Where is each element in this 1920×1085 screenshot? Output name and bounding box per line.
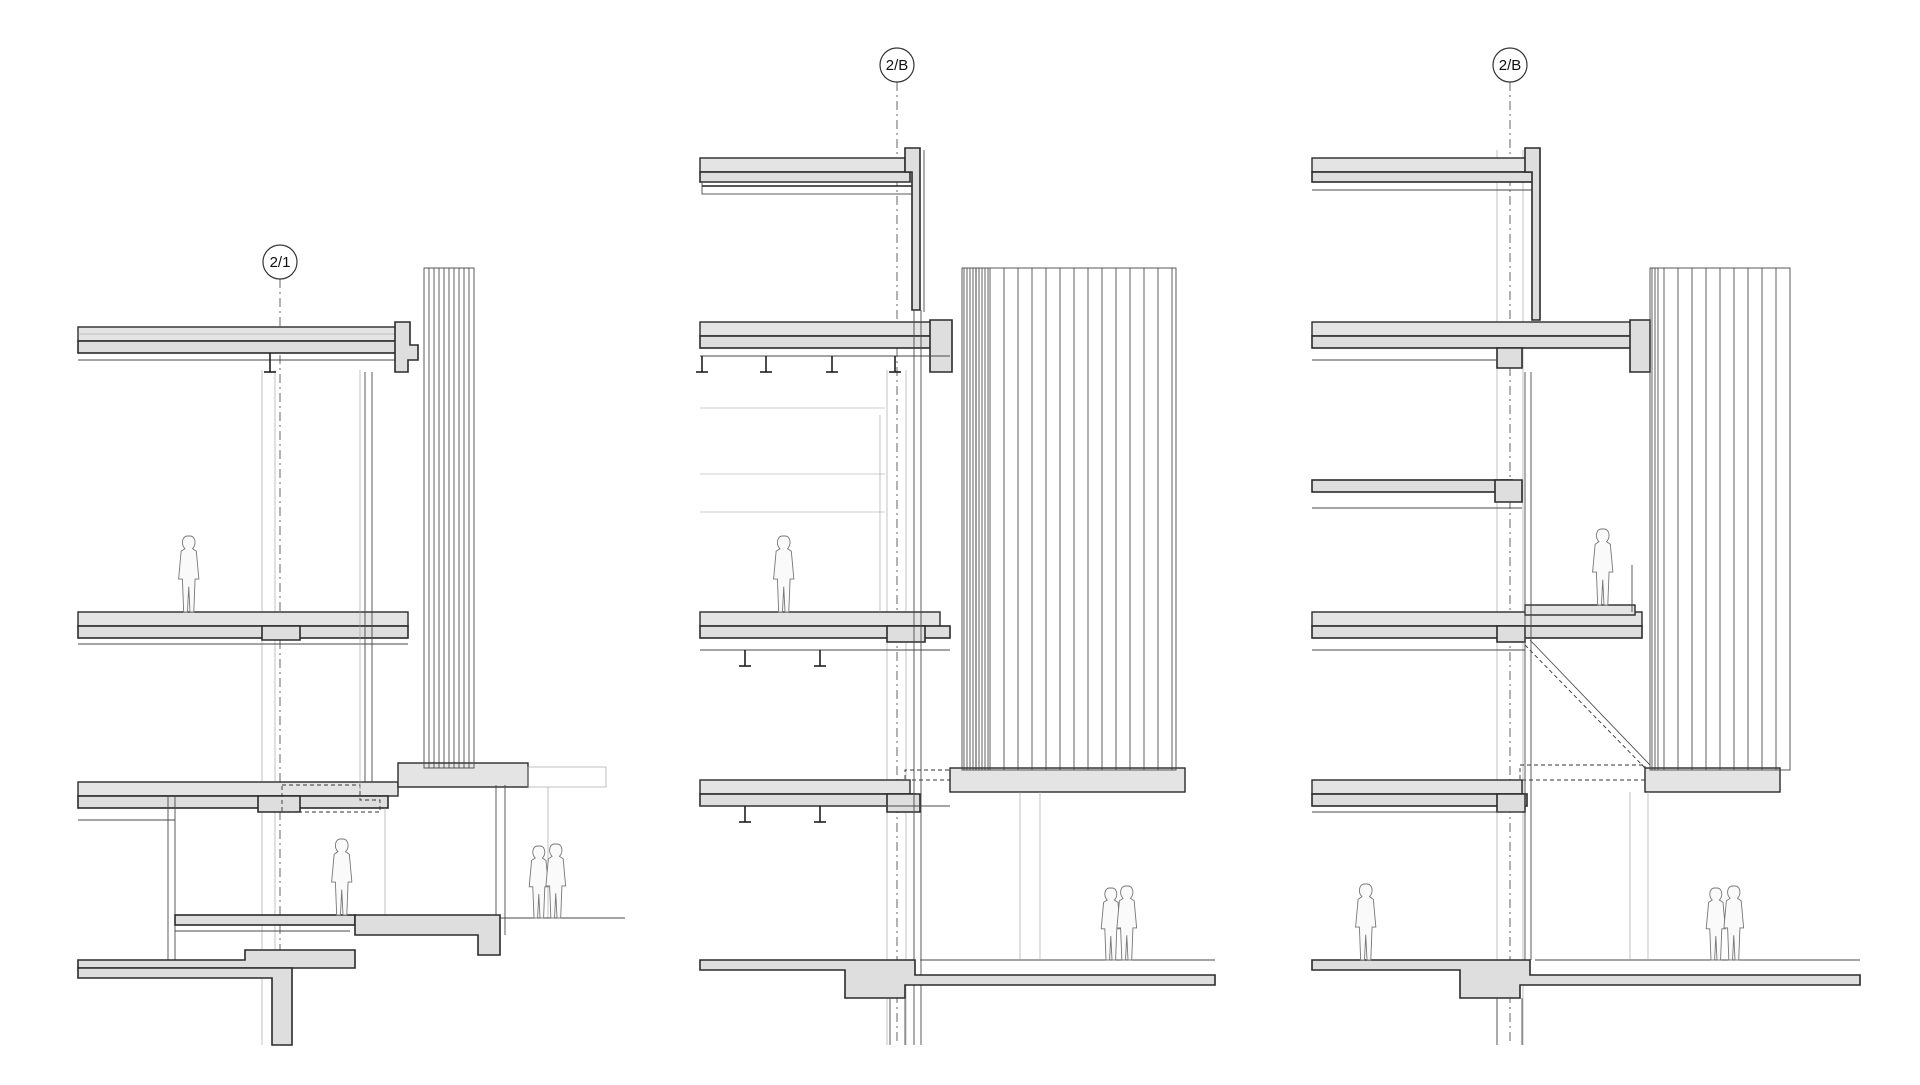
roof-slab-a	[77, 321, 419, 373]
diagonal-brace-c	[1524, 639, 1651, 769]
fin-screen-b	[961, 267, 1177, 771]
foundation-c	[1311, 792, 1861, 1045]
axis-tag-a: 2/1	[270, 254, 291, 271]
section-c: 2/B	[1311, 47, 1861, 1045]
fin-screen-a	[423, 267, 475, 769]
floor-slab-b-3	[699, 319, 953, 373]
floor-slab-c-3	[1311, 479, 1523, 509]
floor-slab-a-1	[77, 762, 607, 821]
section-a: 2/1	[77, 244, 625, 1046]
foundation-b	[699, 792, 1216, 1045]
floor-slab-a-2	[77, 611, 409, 645]
axis-tag-c: 2/B	[1499, 57, 1522, 74]
floor-slab-b-2	[699, 611, 951, 651]
axis-marker-b: 2/B	[879, 47, 915, 1045]
section-b: 2/B	[696, 47, 1216, 1045]
axis-tag-b: 2/B	[886, 57, 909, 74]
top-roof-b	[699, 147, 925, 312]
axis-marker-a: 2/1	[262, 244, 298, 1045]
floor-slab-c-4	[1311, 319, 1651, 373]
fin-screen-c	[1649, 267, 1791, 771]
people-a	[178, 535, 567, 919]
people-b	[773, 535, 1138, 961]
lower-volume-a	[167, 785, 625, 960]
floor-slab-c-1	[1311, 764, 1781, 813]
axis-marker-c: 2/B	[1492, 47, 1528, 1045]
beams-b	[696, 355, 950, 823]
people-c	[1355, 528, 1745, 961]
floor-slab-c-2	[1311, 565, 1643, 651]
floor-slab-b-1	[699, 767, 1186, 813]
top-roof-c	[1311, 147, 1541, 321]
foundation-a	[77, 949, 356, 1046]
